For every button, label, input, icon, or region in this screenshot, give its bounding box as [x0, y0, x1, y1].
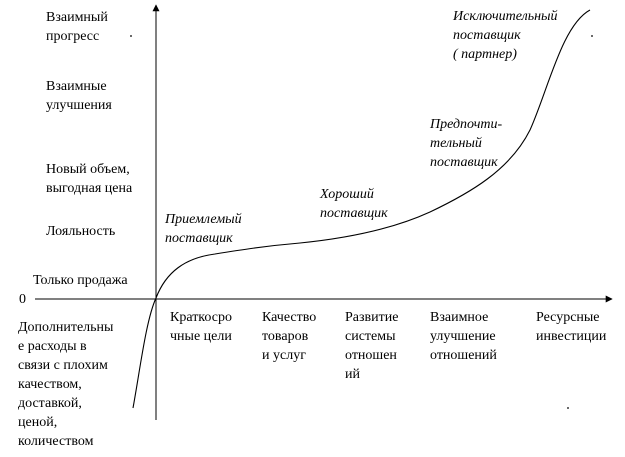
x-label-mutual-improvement: Взаимное улучшение отношений: [430, 310, 497, 363]
stage-exceptional-supplier: Исключительный поставщик ( партнер): [453, 9, 558, 62]
stage-preferred-supplier: Предпочти- тельный поставщик: [430, 117, 503, 170]
stray-dot: [591, 35, 593, 37]
stray-dot: [567, 407, 569, 409]
supplier-curve: [132, 9, 591, 409]
y-label-new-volume: Новый объем, выгодная цена: [46, 162, 133, 196]
stray-dot: [130, 35, 132, 37]
y-label-sale-only: Только продажа: [33, 273, 128, 288]
y-label-mutual-improvements: Взаимные улучшения: [46, 79, 112, 113]
negative-costs-label: Дополнительны е расходы в связи с плохим…: [18, 320, 114, 449]
y-label-loyalty: Лояльность: [46, 224, 116, 239]
x-label-short-term: Краткосро чные цели: [170, 310, 232, 344]
origin-label: 0: [19, 292, 26, 307]
x-label-system-development: Развитие системы отношен ий: [345, 310, 399, 382]
stage-acceptable-supplier: Приемлемый поставщик: [165, 212, 242, 246]
y-label-mutual-progress: Взаимный прогресс: [46, 10, 108, 44]
x-label-quality: Качество товаров и услуг: [262, 310, 317, 363]
x-label-resource-investment: Ресурсные инвестиции: [536, 310, 607, 344]
stage-good-supplier: Хороший поставщик: [320, 187, 388, 221]
